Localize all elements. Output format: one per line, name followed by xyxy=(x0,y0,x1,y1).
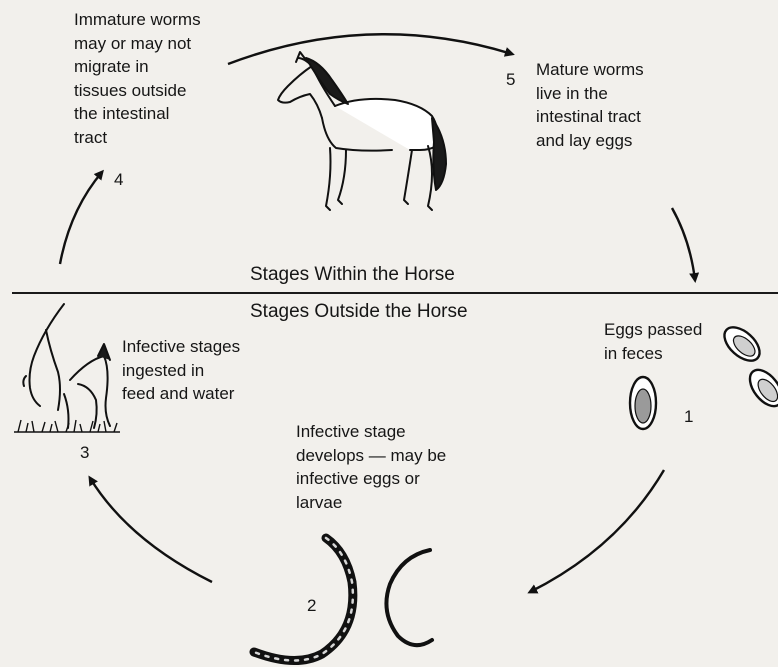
arrow-3-to-4 xyxy=(60,172,102,264)
divider-line xyxy=(12,292,778,294)
stage-1-label: Eggs passed in feces xyxy=(604,318,702,365)
arrow-2-to-3 xyxy=(90,478,212,582)
stage-5-number: 5 xyxy=(506,70,515,90)
horse-illustration xyxy=(278,52,446,210)
stage-4-number: 4 xyxy=(114,170,123,190)
grass-illustration xyxy=(14,420,120,432)
heading-within-horse: Stages Within the Horse xyxy=(250,264,455,286)
heading-outside-horse: Stages Outside the Horse xyxy=(250,301,468,323)
stage-1-number: 1 xyxy=(684,407,693,427)
stage-5-label: Mature worms live in the intestinal trac… xyxy=(536,58,644,152)
grazing-horse-illustration xyxy=(23,304,110,428)
stage-3-number: 3 xyxy=(80,443,89,463)
stage-2-number: 2 xyxy=(307,596,316,616)
stage-3-label: Infective stages ingested in feed and wa… xyxy=(122,335,240,406)
arrow-4-to-5 xyxy=(228,34,512,64)
stage-2-label: Infective stage develops — may be infect… xyxy=(296,420,446,514)
arrow-5-to-1 xyxy=(672,208,695,280)
stage-4-label: Immature worms may or may not migrate in… xyxy=(74,8,201,149)
arrow-1-to-2 xyxy=(530,470,664,592)
larvae-illustration xyxy=(254,538,432,661)
